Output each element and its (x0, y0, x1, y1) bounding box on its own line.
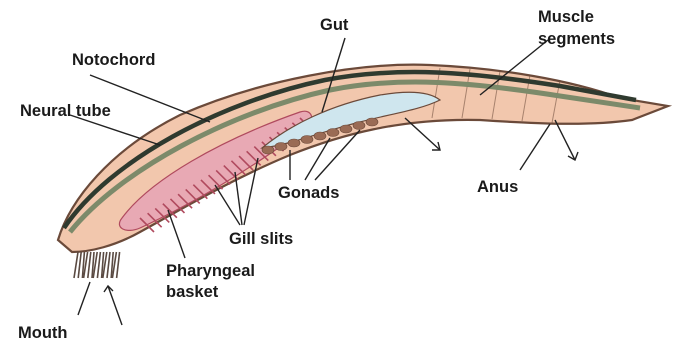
anus-leader (520, 124, 550, 170)
gill-slits-leader-2 (235, 172, 242, 225)
oral-cirri (74, 252, 120, 278)
label-gut: Gut (320, 16, 349, 34)
label-mouth: Mouth (18, 324, 67, 342)
oral-cirrus (97, 252, 100, 278)
gill-slits-leader-1 (215, 185, 240, 225)
anus-outflow-arrow (555, 120, 575, 160)
label-muscle-segments-1: Muscle (538, 8, 594, 26)
oral-cirrus (88, 252, 91, 278)
mouth-leader-1 (78, 282, 90, 315)
label-notochord: Notochord (72, 51, 155, 69)
label-gonads: Gonads (278, 184, 339, 202)
gonad-lobe (314, 132, 326, 140)
label-pharyngeal-basket-2: basket (166, 283, 219, 301)
gonad-lobe (353, 122, 365, 130)
gonad-lobe (340, 125, 352, 133)
label-muscle-segments-2: segments (538, 30, 615, 48)
gonad-lobe (275, 143, 287, 151)
gonad-lobe (327, 129, 339, 137)
label-pharyngeal-basket-1: Pharyngeal (166, 262, 255, 280)
label-anus: Anus (477, 178, 518, 196)
label-gill-slits: Gill slits (229, 230, 293, 248)
gonad-lobe (262, 146, 274, 154)
oral-cirrus (117, 252, 120, 278)
label-neural-tube: Neural tube (20, 102, 111, 120)
mouth-leader-2 (108, 286, 122, 325)
oral-cirrus (107, 252, 110, 278)
gonad-lobe (301, 136, 313, 144)
oral-cirrus (74, 252, 78, 278)
gonad-lobe (366, 118, 378, 126)
oral-cirrus (78, 252, 81, 278)
gonad-lobe (288, 139, 300, 147)
